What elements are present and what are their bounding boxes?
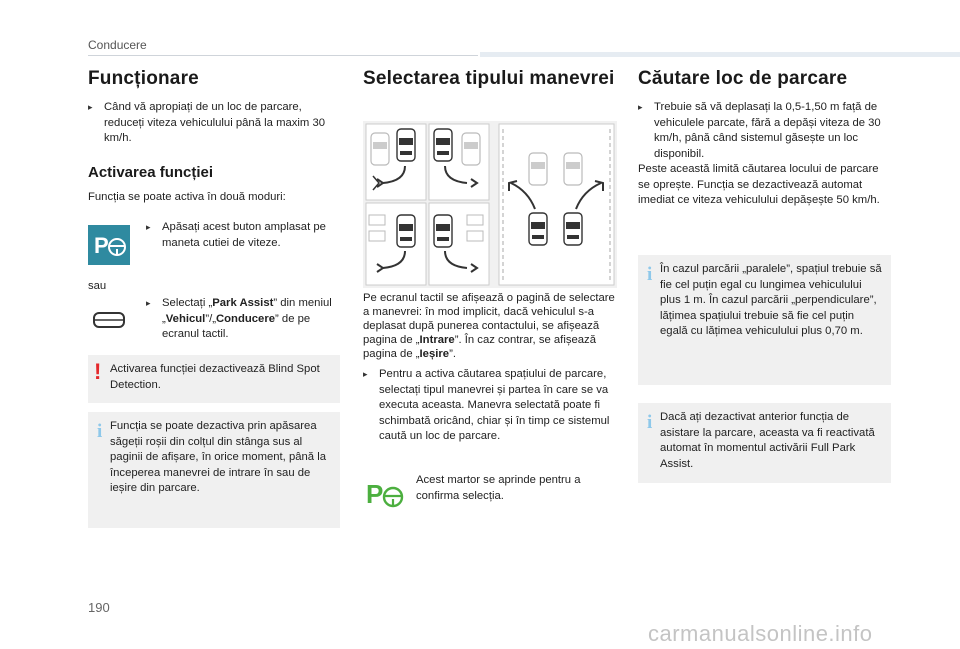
header-bar bbox=[480, 52, 960, 57]
svg-text:P: P bbox=[94, 233, 109, 258]
or-label: sau bbox=[88, 280, 107, 292]
col1-intro: Funcția se poate activa în două moduri: bbox=[88, 191, 286, 203]
arrow-bullet-icon: ▸ bbox=[363, 369, 368, 379]
col1-bullet: ▸ Când vă apropiați de un loc de parcare… bbox=[88, 101, 326, 144]
col2-bullet: ▸ Pentru a activa căutarea spațiului de … bbox=[363, 368, 610, 442]
arrow-bullet-icon: ▸ bbox=[638, 102, 643, 112]
col3-title: Căutare loc de parcare bbox=[638, 68, 848, 89]
info-icon: i bbox=[647, 264, 653, 285]
col1-title: Funcționare bbox=[88, 68, 199, 89]
col2-paragraph: Pe ecranul tactil se afișează o pagină d… bbox=[363, 292, 615, 360]
col3-paragraph: Peste această limită căutarea locului de… bbox=[638, 163, 880, 206]
col1-subtitle: Activarea funcției bbox=[88, 164, 214, 181]
watermark: carmanualsonline.info bbox=[648, 621, 873, 646]
option1: ▸ Apăsați acest buton amplasat pe maneta… bbox=[146, 221, 326, 249]
option2: ▸ Selectați „Park Assist” din meniul „Ve… bbox=[146, 297, 332, 340]
warning-icon: ! bbox=[94, 359, 102, 384]
info-box-1: i Funcția se poate dezactiva prin apăsar… bbox=[88, 412, 340, 528]
arrow-bullet-icon: ▸ bbox=[88, 102, 93, 112]
col2-title: Selectarea tipului manevrei bbox=[363, 68, 615, 89]
svg-text:P: P bbox=[366, 479, 383, 509]
steering-wheel-icon bbox=[93, 309, 125, 334]
arrow-bullet-icon: ▸ bbox=[146, 298, 151, 308]
page-number: 190 bbox=[88, 600, 110, 615]
park-assist-button-icon: P bbox=[88, 225, 130, 265]
info-icon: i bbox=[97, 421, 103, 442]
arrow-bullet-icon: ▸ bbox=[146, 222, 151, 232]
info-box-3: i Dacă ați dezactivat anterior funcția d… bbox=[638, 403, 891, 483]
section-header: Conducere bbox=[88, 38, 147, 52]
header-rule bbox=[88, 55, 478, 56]
col3-bullet: ▸ Trebuie să vă deplasați la 0,5-1,50 m … bbox=[638, 101, 881, 160]
info-icon: i bbox=[647, 412, 653, 433]
info-box-2: i În cazul parcării „paralele”, spațiul … bbox=[638, 255, 891, 385]
indicator-text: Acest martor se aprinde pentru a confirm… bbox=[416, 474, 581, 502]
warning-box: ! Activarea funcției dezactivează Blind … bbox=[88, 355, 340, 403]
park-green-indicator-icon: P bbox=[365, 477, 407, 514]
maneuver-selection-illustration bbox=[363, 121, 617, 288]
